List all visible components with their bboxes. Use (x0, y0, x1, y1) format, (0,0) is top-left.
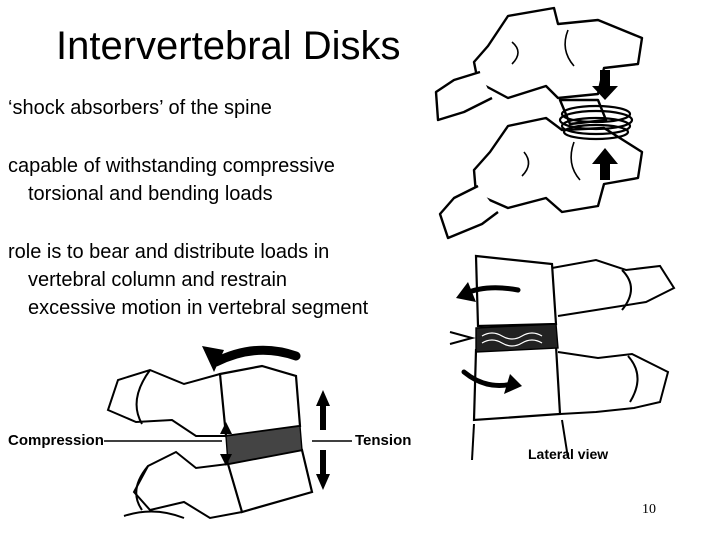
lateral-view-illustration (449, 254, 676, 461)
arrow-up-icon (316, 390, 330, 430)
arrow-down-icon (316, 450, 330, 490)
page-number: 10 (642, 502, 656, 517)
bullet-loads: capable of withstanding compressive tors… (8, 152, 335, 208)
intervertebral-disk-coil (558, 104, 634, 141)
compression-label: Compression (8, 432, 104, 449)
lateral-view-label: Lateral view (528, 446, 609, 462)
flexion-vertebrae-illustration (104, 345, 352, 520)
bullet-shock-absorbers: ‘shock absorbers’ of the spine (8, 94, 272, 122)
bullet-line: ‘shock absorbers’ of the spine (8, 97, 272, 119)
bullet-line-continued: torsional and bending loads (28, 183, 273, 205)
arrow-down-icon (592, 70, 618, 100)
arrow-up-icon (592, 148, 618, 180)
slide-title: Intervertebral Disks (56, 24, 401, 68)
curved-arrow-icon (211, 345, 301, 367)
bullet-line-continued: vertebral column and restrain (28, 269, 288, 291)
bullet-line: capable of withstanding compressive (8, 155, 335, 177)
compression-vertebrae-illustration (434, 6, 644, 240)
bullet-role: role is to bear and distribute loads in … (8, 238, 368, 322)
tension-label: Tension (355, 432, 412, 449)
bullet-line: role is to bear and distribute loads in (8, 241, 330, 263)
bullet-line-continued: excessive motion in vertebral segment (28, 297, 369, 319)
